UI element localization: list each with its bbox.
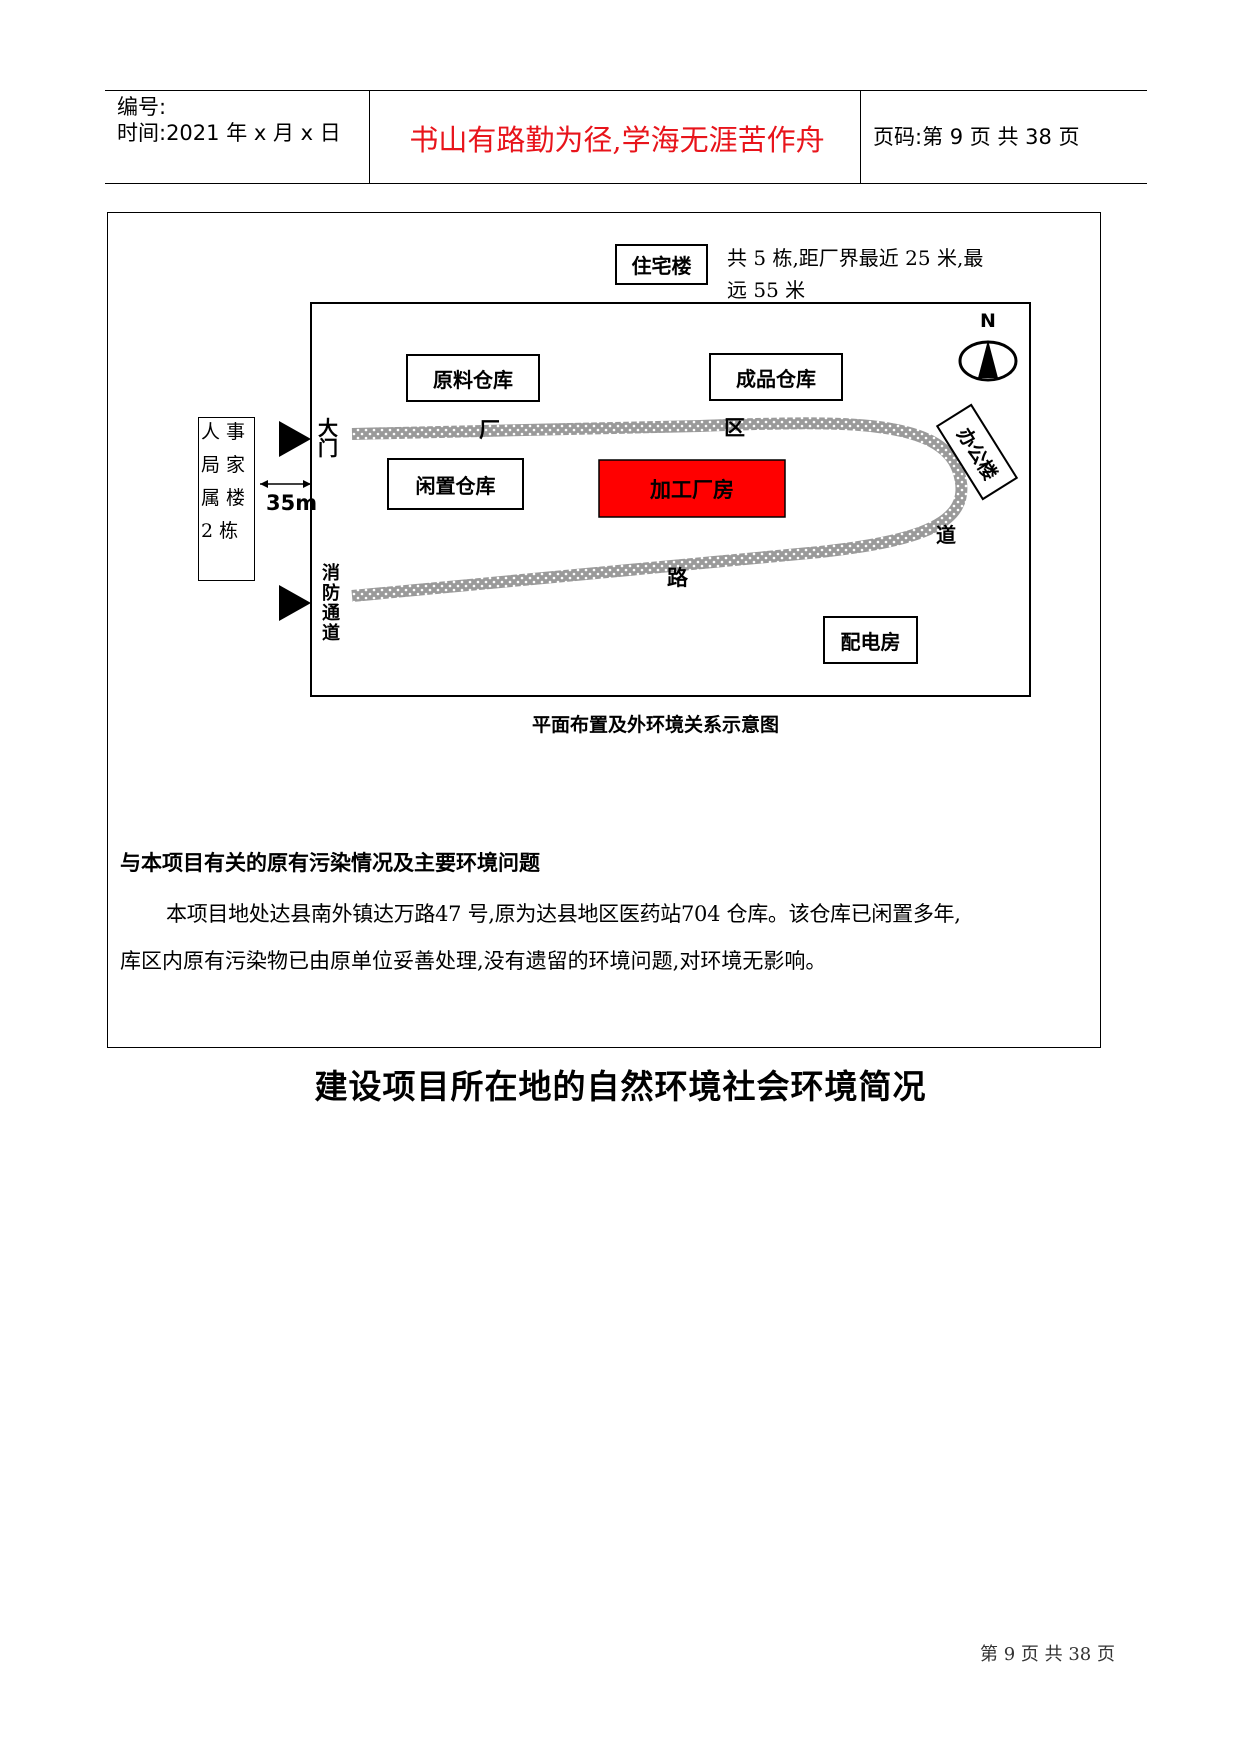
section-heading: 与本项目有关的原有污染情况及主要环境问题	[120, 851, 540, 875]
power-distribution-room: 配电房	[823, 616, 918, 664]
office-building-box	[935, 403, 1019, 501]
distance-arrowhead-left	[260, 480, 268, 488]
header-top-rule	[105, 90, 1147, 91]
residential-note-line1: 共 5 栋,距厂界最近 25 米,最	[727, 246, 984, 270]
section-paragraph-line1: 本项目地处达县南外镇达万路47 号,原为达县地区医药站704 仓库。该仓库已闲置…	[166, 902, 961, 926]
header-time: 时间:2021 年 x 月 x 日	[117, 121, 341, 145]
neighbor-building-box	[198, 417, 255, 581]
diagram-caption: 平面布置及外环境关系示意图	[532, 714, 780, 736]
header-divider-left	[369, 90, 370, 184]
fire-passage-arrow	[279, 585, 311, 621]
distance-label: 35m	[266, 491, 318, 515]
header-motto: 书山有路勤为径,学海无涯苦作舟	[409, 123, 825, 157]
main-gate-arrow	[279, 421, 311, 457]
content-frame	[107, 212, 1101, 1048]
site-layout-diagram: 住宅楼 共 5 栋,距厂界最近 25 米,最 远 55 米 原料仓库 成品仓库 …	[0, 0, 1241, 760]
page-footer: 第 9 页 共 38 页	[980, 1644, 1115, 1665]
factory-road	[351, 417, 968, 602]
diagram-graphics	[260, 302, 1031, 697]
factory-boundary	[310, 302, 1031, 697]
road-label-road: 路	[667, 566, 688, 590]
header-number: 编号:	[117, 95, 167, 119]
neighbor-line4: 2 栋	[201, 520, 239, 542]
road-label-factory: 厂	[479, 418, 500, 442]
processing-plant-label: 加工厂房	[650, 477, 734, 502]
road-label-way: 道	[936, 523, 956, 547]
header-divider-right	[860, 90, 861, 184]
residential-building-box: 住宅楼	[615, 244, 708, 285]
finished-goods-warehouse: 成品仓库	[709, 353, 843, 401]
road-label-area: 区	[724, 416, 745, 440]
neighbor-line1: 人 事	[201, 421, 246, 443]
processing-plant-fill	[598, 459, 786, 518]
header-bottom-rule	[105, 183, 1147, 184]
neighbor-line3: 属 楼	[201, 487, 246, 509]
section-paragraph-line2: 库区内原有污染物已由原单位妥善处理,没有遗留的环境问题,对环境无影响。	[120, 949, 827, 973]
compass-label: N	[980, 310, 996, 332]
fire-passage-label: 消防通道	[322, 563, 340, 644]
residential-note-line2: 远 55 米	[727, 278, 806, 302]
raw-material-warehouse: 原料仓库	[406, 354, 540, 402]
main-gate-label: 大门	[318, 416, 338, 460]
distance-arrowhead-right	[303, 480, 311, 488]
neighbor-line2: 局 家	[201, 454, 246, 476]
page-title: 建设项目所在地的自然环境社会环境简况	[314, 1067, 927, 1106]
idle-warehouse: 闲置仓库	[387, 458, 524, 510]
compass-needle-icon	[978, 340, 998, 378]
header-page: 页码:第 9 页 共 38 页	[873, 125, 1080, 149]
